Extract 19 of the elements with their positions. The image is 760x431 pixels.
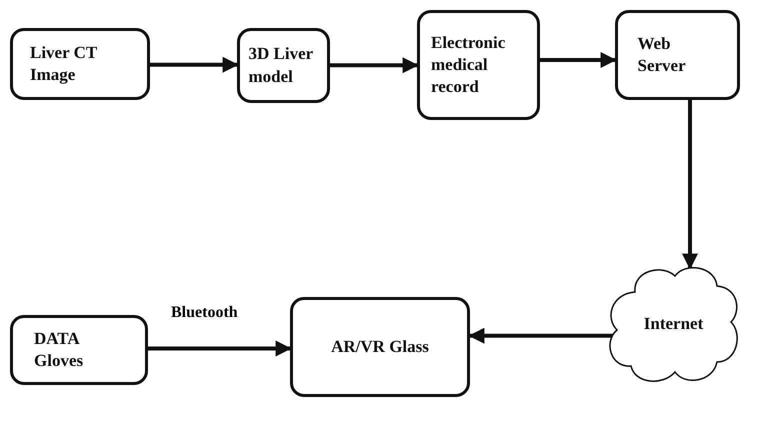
node-label: Liver CT Image [30,42,98,86]
process-box [290,297,470,397]
node-label: DATA Gloves [34,328,84,372]
arrow [540,52,617,68]
node-label: 3D Liver model [248,43,314,88]
node-label: Electronic medical record [431,32,506,98]
process-box [10,315,148,385]
process-box [10,28,150,100]
node-label: Internet [644,313,704,336]
arrow [330,57,419,74]
process-box [417,10,540,120]
arrow [148,340,292,356]
arrow [682,100,698,270]
arrow [150,56,239,73]
process-box [237,28,330,103]
node-label: Web Server [638,32,687,77]
process-box [615,10,740,100]
node-label: AR/VR Glass [331,336,429,358]
arrow [468,328,613,344]
